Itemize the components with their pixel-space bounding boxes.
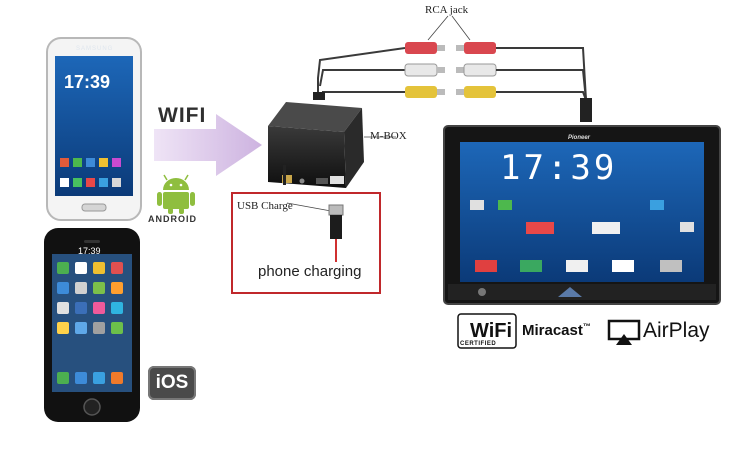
usb-cable xyxy=(328,204,344,262)
rca-plugs-left xyxy=(404,42,445,98)
rca-jack-label: RCA jack xyxy=(425,4,469,16)
android-phone-clock: 17:39 xyxy=(64,72,111,92)
android-wordmark: ANDROID xyxy=(148,214,197,224)
ios-badge: iOS xyxy=(148,366,196,400)
wifi-certified-badge xyxy=(457,313,517,349)
av-cable xyxy=(313,47,406,100)
miracast-trademark: ™ xyxy=(582,322,591,331)
miracast-text: Miracast xyxy=(522,322,583,339)
phone-charging-label: phone charging xyxy=(258,263,362,280)
android-robot-icon xyxy=(157,174,195,214)
car-head-unit xyxy=(443,125,721,305)
android-phone xyxy=(46,37,142,221)
charging-frame xyxy=(231,192,381,294)
car-unit-clock: 17:39 xyxy=(500,148,618,188)
miracast-logo: Miracast™ xyxy=(522,322,591,339)
samsung-brand: SAMSUNG xyxy=(76,46,114,52)
wifi-arrow xyxy=(154,114,262,176)
car-unit-cable xyxy=(496,47,587,101)
airplay-logo-text: AirPlay xyxy=(643,319,710,342)
wifi-certified-text: CERTIFIED xyxy=(460,341,497,347)
pioneer-brand: Pioneer xyxy=(568,135,591,141)
usb-charge-label: USB Charge xyxy=(237,200,293,212)
iphone xyxy=(44,228,140,422)
airplay-icon xyxy=(607,319,641,345)
m-box-label: M-BOX xyxy=(370,130,407,142)
m-box-device xyxy=(268,102,364,188)
rca-plugs-right xyxy=(456,42,497,98)
iphone-clock: 17:39 xyxy=(78,246,101,256)
wifi-label: WIFI xyxy=(158,104,207,127)
wifi-logo-text: WiFi xyxy=(470,320,513,342)
